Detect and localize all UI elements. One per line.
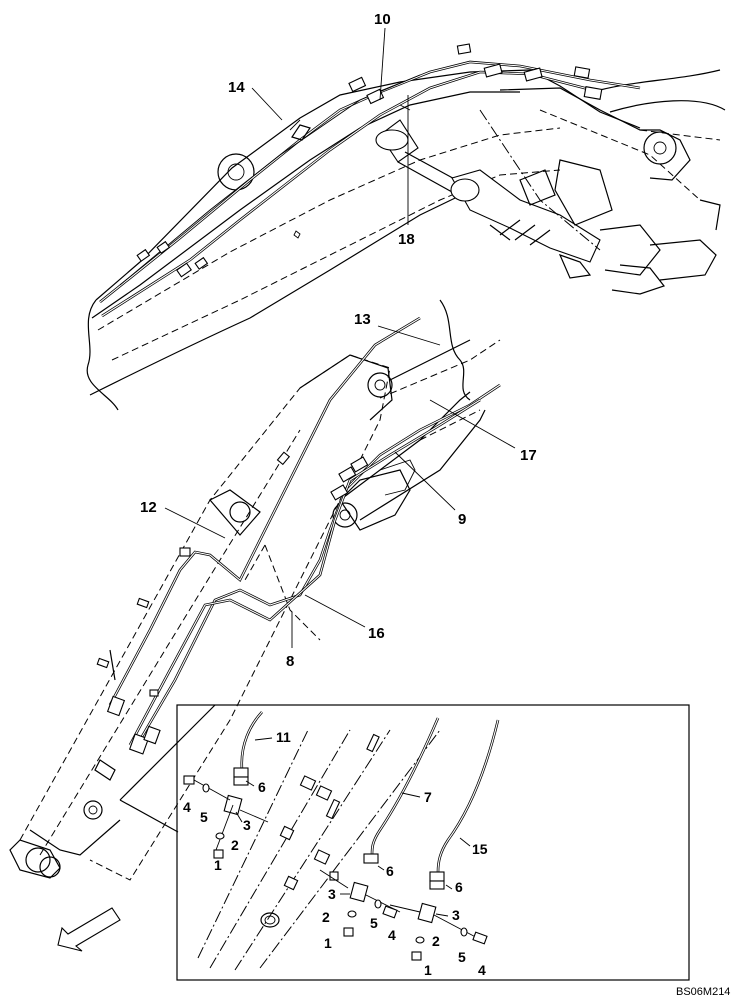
callout-11: 11 <box>276 729 291 745</box>
callout-15: 15 <box>472 841 488 857</box>
callout-d3: 3 <box>452 907 460 923</box>
callout-16: 16 <box>368 625 385 642</box>
upper-callouts: 10 14 18 <box>228 11 415 248</box>
callout-b4: 4 <box>388 927 396 943</box>
callout-d5: 5 <box>458 949 466 965</box>
arm-callouts: 13 17 12 9 16 8 <box>140 311 537 670</box>
callout-d4: 4 <box>478 962 486 978</box>
callout-13: 13 <box>354 311 371 328</box>
callout-b3: 3 <box>328 886 336 902</box>
callout-8: 8 <box>286 653 294 670</box>
callout-a6: 6 <box>258 779 266 795</box>
callout-14: 14 <box>228 79 245 96</box>
callout-d2: 2 <box>432 933 440 949</box>
detail-inset <box>119 704 690 981</box>
callout-d1: 1 <box>424 962 432 978</box>
callout-17: 17 <box>520 447 537 464</box>
callout-d6: 6 <box>455 879 463 895</box>
callout-b1: 1 <box>324 935 332 951</box>
callout-a1: 1 <box>214 857 222 873</box>
front-direction-arrow-icon <box>57 907 121 952</box>
callout-a5: 5 <box>200 809 208 825</box>
drawing-code: BS06M214 <box>676 986 730 998</box>
callout-b2: 2 <box>322 909 330 925</box>
callout-a4: 4 <box>183 799 191 815</box>
callout-10: 10 <box>374 11 391 28</box>
callout-7: 7 <box>424 789 432 805</box>
callout-a2: 2 <box>231 837 239 853</box>
callout-9: 9 <box>458 511 466 528</box>
detail-callouts: 11 7 15 6 4 5 3 2 1 6 3 2 1 5 4 6 3 2 1 … <box>183 729 488 978</box>
callout-12: 12 <box>140 499 157 516</box>
callout-a3: 3 <box>243 817 251 833</box>
callout-b6: 6 <box>386 863 394 879</box>
inset-border <box>176 704 690 981</box>
callout-b5: 5 <box>370 915 378 931</box>
boom-cylinder <box>375 119 601 263</box>
upper-boom-assembly <box>86 43 726 411</box>
arm-assembly <box>9 299 501 881</box>
callout-18: 18 <box>398 231 415 248</box>
